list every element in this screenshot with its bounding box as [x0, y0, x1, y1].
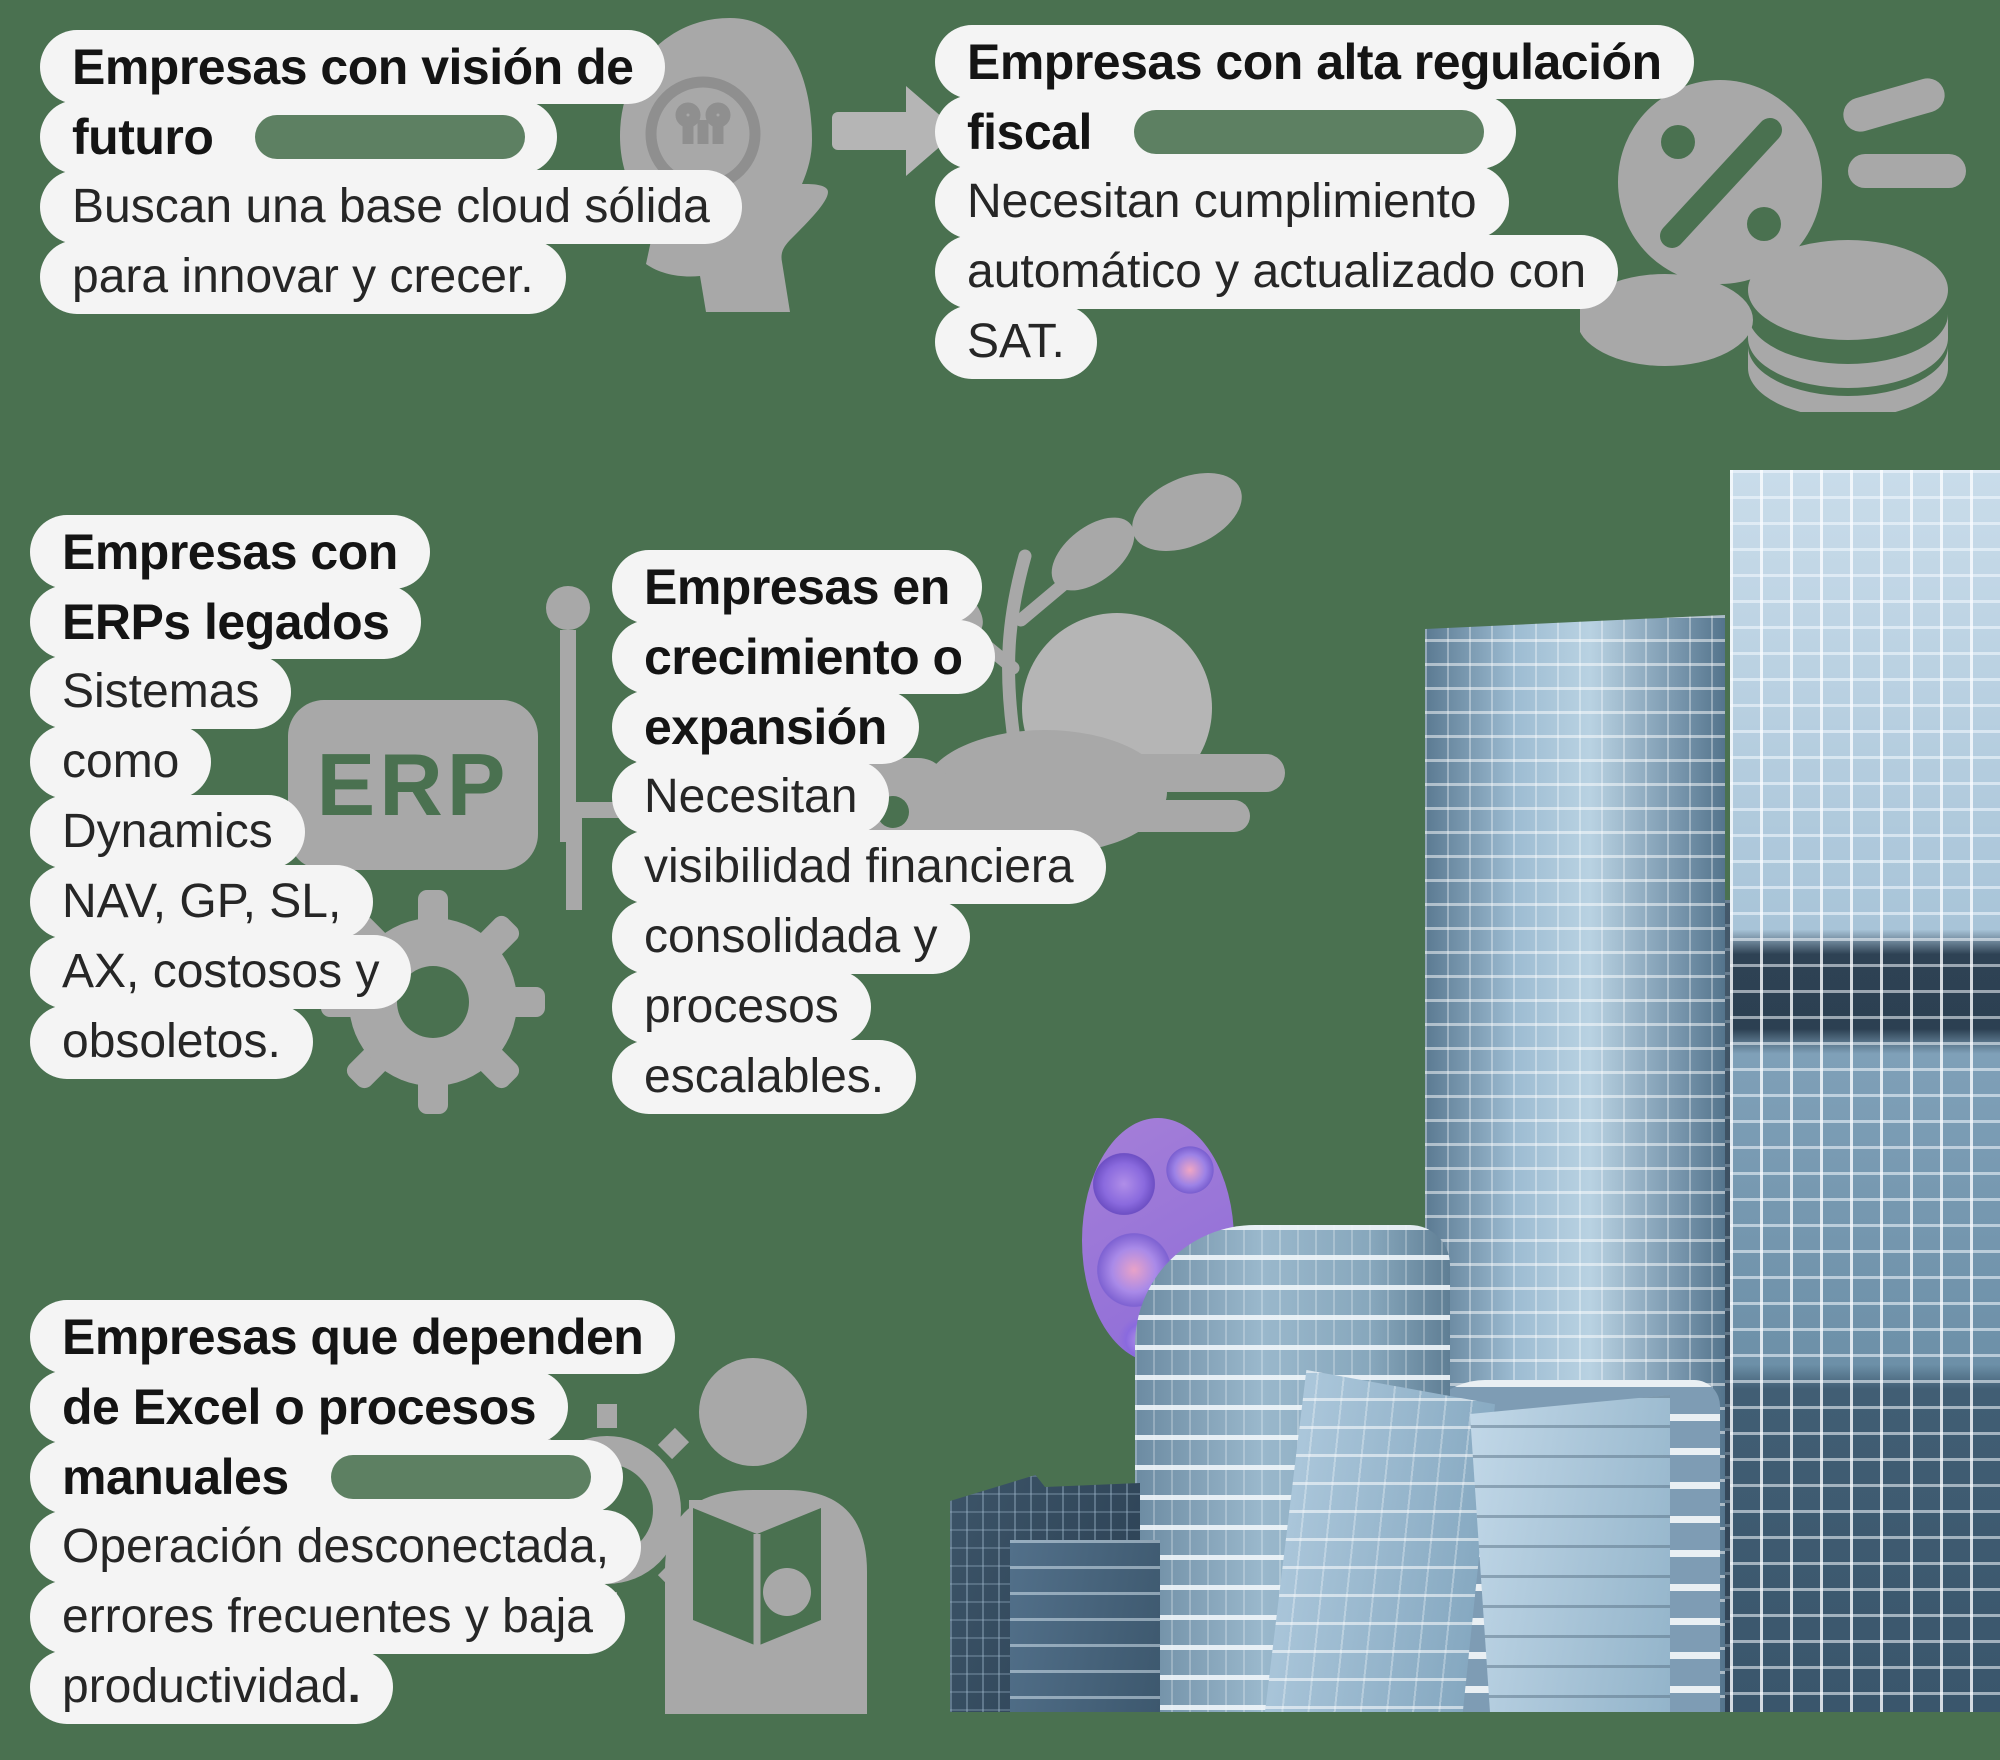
card-title-line: Empresas que dependen	[30, 1300, 676, 1374]
card-body-text: procesos	[644, 980, 839, 1033]
card-title-text: manuales	[62, 1449, 289, 1505]
card-body-line: para innovar y crecer.	[40, 240, 566, 314]
card-title-text: Empresas que dependen	[62, 1309, 644, 1365]
card-title-line: manuales	[30, 1440, 623, 1514]
card-title-line: de Excel o procesos	[30, 1370, 569, 1444]
card-body-line: visibilidad financiera	[612, 830, 1106, 904]
card-body-text: SAT.	[967, 315, 1065, 368]
title-highlight-pill	[330, 1454, 591, 1499]
card-erps-legados: Empresas con ERPs legados Sistemas como …	[30, 515, 430, 1079]
card-title-line: Empresas en	[612, 550, 982, 624]
title-highlight-pill	[1133, 109, 1484, 154]
card-body-line: Operación desconectada,	[30, 1510, 642, 1584]
card-body-line: productividad.	[30, 1650, 393, 1724]
card-body-text: obsoletos.	[62, 1015, 281, 1068]
card-body-text: visibilidad financiera	[644, 840, 1074, 893]
card-body-text: Operación desconectada,	[62, 1520, 610, 1573]
card-body-line: procesos	[612, 970, 871, 1044]
card-body-line: consolidada y	[612, 900, 970, 974]
card-body-text: Dynamics	[62, 805, 273, 858]
card-title-line: futuro	[40, 100, 558, 174]
card-body-line: SAT.	[935, 305, 1097, 379]
card-excel-manuales: Empresas que dependen de Excel o proceso…	[30, 1300, 676, 1724]
card-body-text: Necesitan	[644, 770, 858, 823]
card-body-line: Dynamics	[30, 795, 305, 869]
card-body-bold-period: .	[347, 1660, 361, 1713]
card-body-text: NAV, GP, SL,	[62, 875, 342, 928]
card-title-text: ERPs legados	[62, 594, 390, 650]
building	[1265, 1370, 1495, 1712]
card-body-line: Buscan una base cloud sólida	[40, 170, 742, 244]
card-body-line: Necesitan	[612, 760, 890, 834]
card-title-text: crecimiento o	[644, 629, 963, 685]
card-body-text: como	[62, 735, 180, 788]
card-title-text: Empresas en	[644, 559, 950, 615]
card-body-text: productividad	[62, 1660, 348, 1713]
card-body-line: errores frecuentes y baja	[30, 1580, 625, 1654]
card-body-text: errores frecuentes y baja	[62, 1590, 593, 1643]
card-body-line: AX, costosos y	[30, 935, 412, 1009]
card-title-text: Empresas con	[62, 524, 398, 580]
percent-coins-icon	[1580, 78, 1966, 412]
city-skyline-image	[950, 400, 2000, 1712]
erp-label: ERP	[317, 735, 510, 834]
card-body-line: Sistemas	[30, 655, 292, 729]
card-regulacion-fiscal: Empresas con alta regulación fiscal Nece…	[935, 25, 1694, 379]
card-title-line: expansión	[612, 690, 919, 764]
card-body-line: automático y actualizado con	[935, 235, 1619, 309]
card-body-text: Buscan una base cloud sólida	[72, 180, 710, 233]
building	[1010, 1540, 1160, 1712]
card-title-text: Empresas con alta regulación	[967, 34, 1662, 90]
card-body-text: escalables.	[644, 1050, 885, 1103]
card-title-line: fiscal	[935, 95, 1516, 169]
card-body-text: Necesitan cumplimiento	[967, 175, 1477, 228]
card-crecimiento-expansion: Empresas en crecimiento o expansión Nece…	[612, 550, 1106, 1114]
card-body-line: obsoletos.	[30, 1005, 313, 1079]
card-body-line: NAV, GP, SL,	[30, 865, 374, 939]
card-title-line: Empresas con visión de	[40, 30, 666, 104]
card-body-text: automático y actualizado con	[967, 245, 1587, 298]
card-body-text: Sistemas	[62, 665, 260, 718]
card-body-text: consolidada y	[644, 910, 938, 963]
card-title-text: futuro	[72, 109, 214, 165]
card-title-line: crecimiento o	[612, 620, 995, 694]
card-title-text: Empresas con visión de	[72, 39, 634, 95]
card-body-line: escalables.	[612, 1040, 917, 1114]
card-title-text: fiscal	[967, 104, 1092, 160]
card-vision-futuro: Empresas con visión de futuro Buscan una…	[40, 30, 742, 314]
card-body-line: Necesitan cumplimiento	[935, 165, 1509, 239]
card-body-line: como	[30, 725, 212, 799]
card-body-text: para innovar y crecer.	[72, 250, 534, 303]
card-title-text: expansión	[644, 699, 887, 755]
card-title-line: ERPs legados	[30, 585, 422, 659]
card-title-line: Empresas con	[30, 515, 430, 589]
arrow-right-icon	[832, 86, 958, 176]
card-title-text: de Excel o procesos	[62, 1379, 537, 1435]
title-highlight-pill	[255, 114, 526, 159]
card-title-line: Empresas con alta regulación	[935, 25, 1694, 99]
card-body-text: AX, costosos y	[62, 945, 380, 998]
building	[1730, 470, 2000, 1712]
building	[1470, 1395, 1670, 1712]
